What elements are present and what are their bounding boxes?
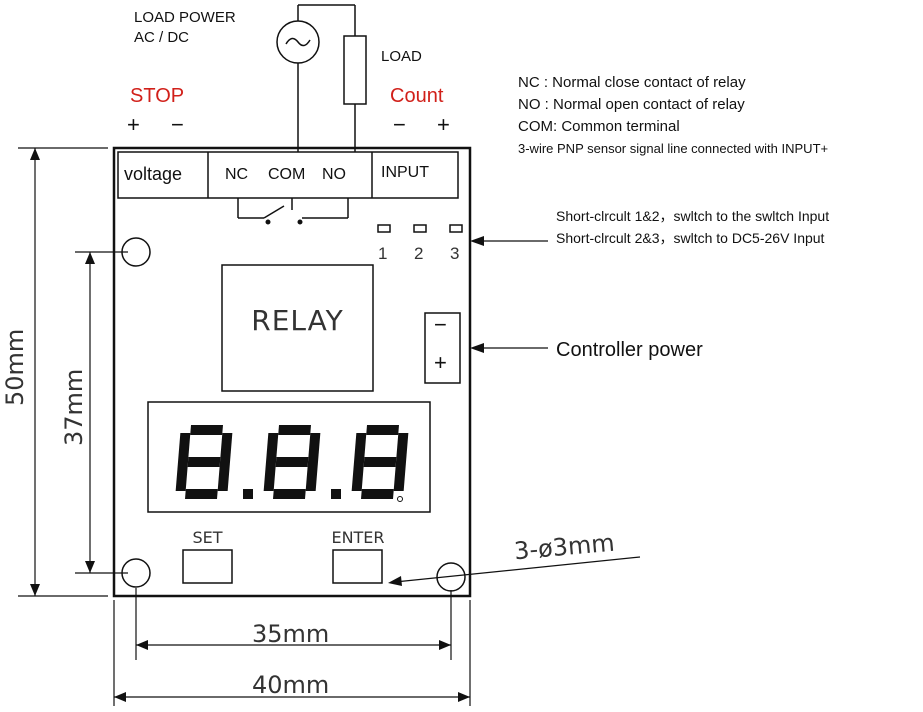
set-button-outline [182, 549, 233, 584]
relay-label: RELAY [251, 304, 344, 337]
count-label: Count [390, 85, 444, 107]
digit-1-segment-a [278, 425, 311, 435]
display-indicator-mark [397, 496, 403, 502]
jumper-pin-1: 1 [378, 244, 388, 263]
digit-0-segment-f [178, 433, 191, 462]
load-power-line2: AC / DC [134, 29, 190, 46]
relay-box [221, 264, 374, 392]
decimal-point [243, 489, 253, 499]
count-minus-sign: − [393, 112, 406, 137]
digit-1-segment-f [266, 433, 279, 462]
digit-0-segment-a [190, 425, 223, 435]
digit-2-segment-b [396, 433, 409, 462]
digit-0-segment-d [185, 489, 218, 499]
legend: NC : Normal close contact of relay NO : … [518, 72, 828, 160]
digit-1-segment-g [275, 457, 309, 467]
power-terminal [424, 312, 461, 384]
terminal-com: COM [268, 166, 306, 183]
jumper-pad-3 [449, 224, 463, 233]
seven-segment-readout [175, 425, 409, 502]
jumper-note-2: Short-clrcult 2&3，swltch to DC5-26V Inpu… [556, 230, 825, 246]
digit-1-segment-c [305, 462, 318, 491]
jumper-note-1: Short-clrcult 1&2，swltch to the swltch I… [556, 208, 830, 224]
jumper-pad-2 [413, 224, 427, 233]
digit-2-segment-d [361, 489, 394, 499]
pcb-outline [112, 146, 472, 598]
set-button[interactable] [183, 550, 232, 583]
legend-pnp: 3-wire PNP sensor signal line connected … [518, 141, 829, 156]
dimension-50mm: 50mm [1, 328, 29, 406]
digit-1-segment-e [263, 462, 276, 491]
legend-nc: NC : Normal close contact of relay [518, 74, 746, 91]
load-label: LOAD [381, 48, 422, 65]
digit-1-segment-d [273, 489, 306, 499]
controller-power-label: Controller power [556, 339, 703, 361]
digit-2-segment-e [351, 462, 364, 491]
digit-0-segment-b [220, 433, 233, 462]
digit-2-segment-f [354, 433, 367, 462]
dimension-35mm: 35mm [252, 620, 330, 648]
dimension-37mm: 37mm [60, 368, 88, 446]
power-minus-sign: − [434, 312, 447, 337]
digit-2-segment-g [363, 457, 397, 467]
digit-0-segment-c [217, 462, 230, 491]
stop-minus-sign: − [171, 112, 184, 137]
stop-label: STOP [130, 85, 185, 107]
load-power-line1: LOAD POWER [134, 9, 236, 26]
decimal-point [331, 489, 341, 499]
legend-com: COM: Common terminal [518, 118, 680, 135]
stop-plus-sign: + [127, 112, 140, 137]
display-window [147, 401, 431, 513]
digit-0-segment-e [175, 462, 188, 491]
count-plus-sign: + [437, 112, 450, 137]
digit-2-segment-a [366, 425, 399, 435]
power-plus-sign: + [434, 350, 447, 375]
terminal-no: NO [322, 166, 346, 183]
terminal-block [117, 151, 459, 199]
load-resistor-icon [343, 35, 367, 105]
jumper-pad-1 [377, 224, 391, 233]
dimension-40mm: 40mm [252, 671, 330, 699]
enter-button[interactable] [333, 550, 382, 583]
digit-0-segment-g [187, 457, 221, 467]
load-power-label: LOAD POWER AC / DC [134, 8, 236, 48]
legend-no: NO : Normal open contact of relay [518, 96, 745, 113]
digit-2-segment-c [393, 462, 406, 491]
enter-button-label: ENTER [331, 528, 385, 547]
digit-1-segment-b [308, 433, 321, 462]
jumper-pin-2: 2 [414, 244, 424, 263]
set-button-label: SET [192, 528, 223, 547]
terminal-input: INPUT [381, 164, 429, 181]
jumper-notes: Short-clrcult 1&2，swltch to the swltch I… [556, 205, 829, 249]
jumper-pin-3: 3 [450, 244, 460, 263]
enter-button-outline [332, 549, 383, 584]
terminal-voltage: voltage [124, 164, 183, 184]
terminal-nc: NC [225, 166, 249, 183]
